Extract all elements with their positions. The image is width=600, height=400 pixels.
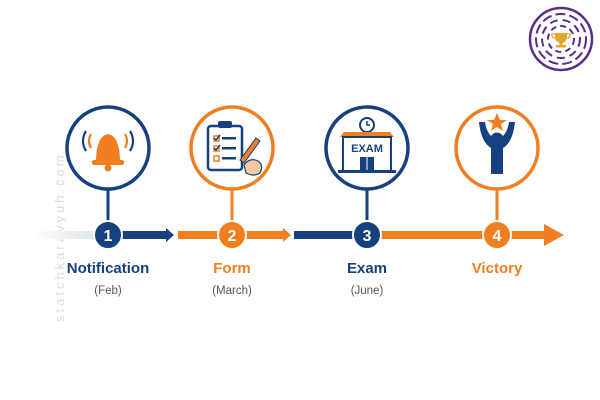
step-1-label: Notification [66,260,150,277]
step-2-date: (March) [212,285,252,297]
logo [528,6,594,72]
step-2-number: 2 [228,228,237,245]
step-4-label: Victory [471,260,523,277]
timeline-track [30,224,564,246]
step-1-badge [93,220,123,250]
clipboard-form-icon [206,121,263,176]
exam-sign-text: EXAM [351,143,383,155]
step-3-date: (June) [350,285,384,297]
step-4-number: 4 [493,228,502,245]
step-1: 1 [65,105,151,250]
exam-building-icon: EXAM [338,117,396,173]
step-3-number: 3 [363,228,372,245]
step-3-label: Exam [346,260,388,277]
step-3: EXAM 3 [324,105,410,250]
timeline-arrowhead [544,224,564,246]
trophy-maze-icon [551,33,571,48]
step-3-badge [352,220,382,250]
victory-person-icon [479,113,515,174]
step-2-badge [217,220,247,250]
step-4-badge [482,220,512,250]
step-2-label: Form [213,260,251,277]
bell-icon [81,130,135,172]
step-2: 2 [189,105,275,250]
step-4: 4 [454,105,540,250]
step-1-number: 1 [104,228,113,245]
step-1-date: (Feb) [94,285,122,297]
